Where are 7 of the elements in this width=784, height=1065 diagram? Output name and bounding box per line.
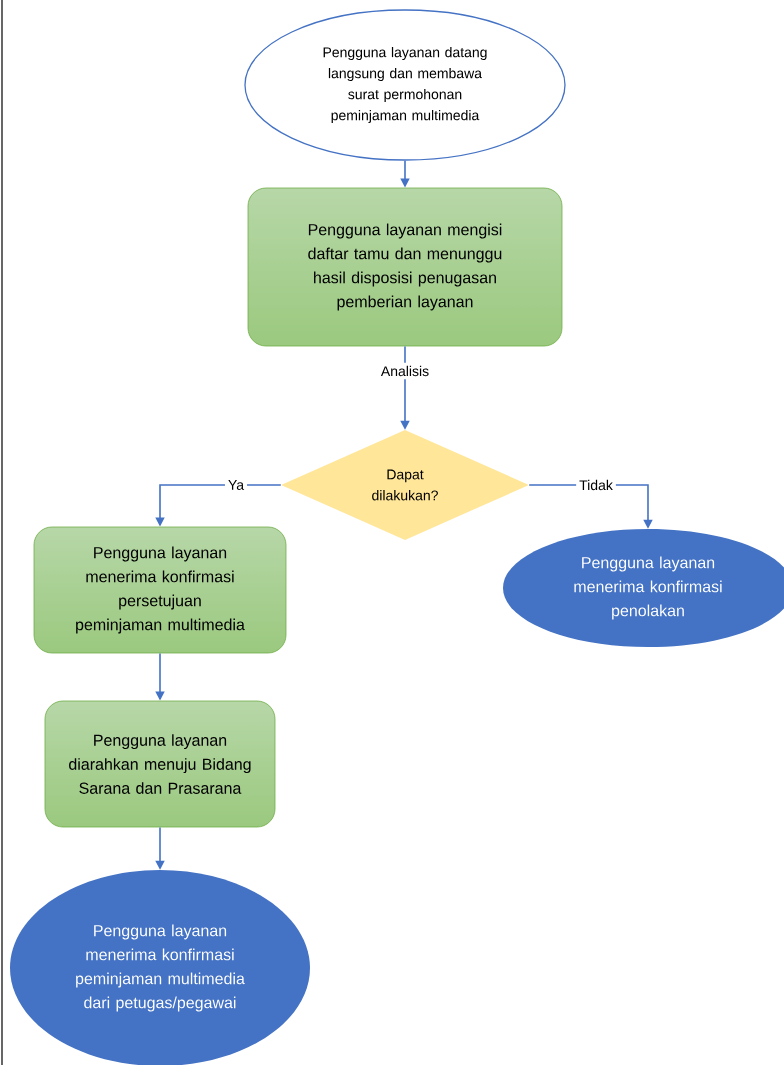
edge-label: Analisis [377,362,433,380]
process-box: Pengguna layanan diarahkan menuju Bidang Sarana dan Prasarana [44,700,276,828]
start-oval: Pengguna layanan datang langsung dan membawa surat permohonan peminjaman multimedia [244,9,566,161]
edge-label: Ya [224,477,248,493]
edge-label: Tidak [576,476,616,494]
process-box: Pengguna layanan mengisi daftar tamu dan menunggu hasil disposisi penugasan pemberian layanan [247,187,563,347]
process-box: Pengguna layanan menerima konfirmasi persetujuan peminjaman multimedia [33,526,287,654]
